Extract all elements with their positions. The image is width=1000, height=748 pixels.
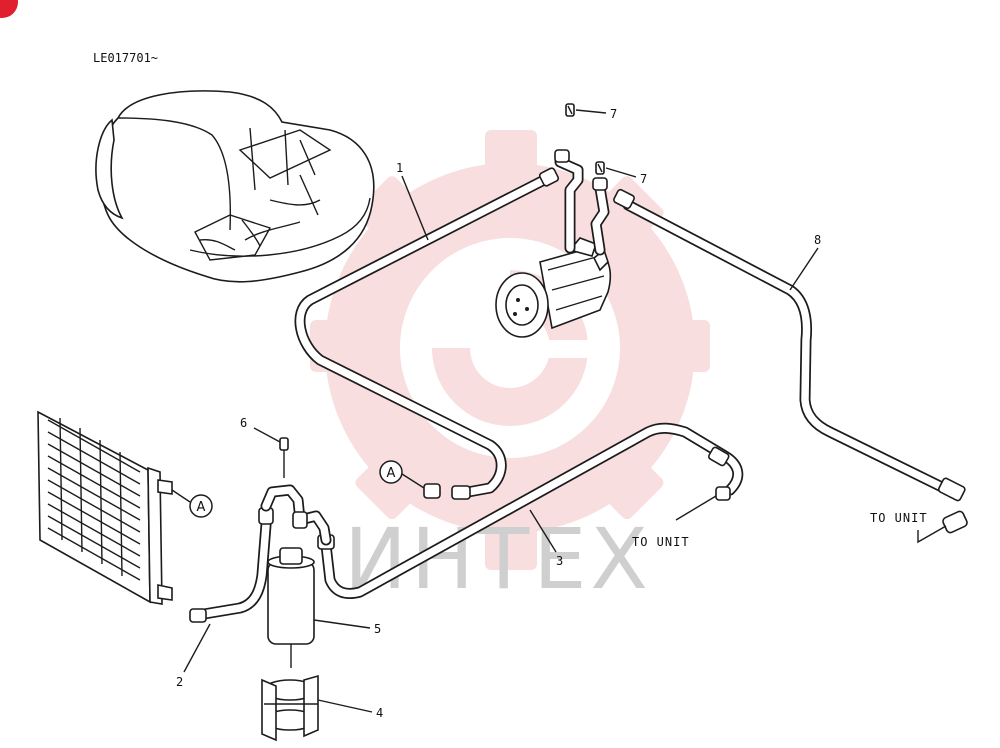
hose-2 — [189, 507, 274, 623]
callout-5: 5 — [374, 622, 381, 636]
leader-line-5 — [313, 619, 371, 629]
svg-text:A: A — [197, 500, 206, 515]
watermark-gear-logo — [310, 130, 710, 570]
air-conditioner-unit — [95, 90, 375, 283]
connection-ref-a-lower: A — [171, 489, 213, 518]
watermark-text: ИНТЕХ — [344, 510, 652, 608]
hose-3 — [317, 422, 744, 599]
leader-line-6 — [253, 427, 281, 443]
bolt-7-top — [565, 103, 575, 117]
destination-label-left: TO UNIT — [632, 535, 690, 549]
receiver-drier — [267, 547, 315, 668]
connection-ref-a-upper: A — [379, 460, 425, 489]
serial-number-range: LE017701~ — [93, 51, 158, 65]
hose-1 — [294, 167, 560, 500]
leader-line-7-top — [575, 109, 607, 114]
hose-8-end-fitting — [942, 510, 968, 534]
leader-line-4 — [317, 699, 373, 713]
leader-line-8 — [789, 247, 819, 291]
callout-6: 6 — [240, 416, 247, 430]
condenser — [37, 410, 173, 605]
receiver-top-fittings — [260, 484, 332, 546]
destination-label-right: TO UNIT — [870, 511, 928, 525]
compressor-suction-fitting — [554, 149, 584, 254]
callout-8: 8 — [814, 233, 821, 247]
callout-7-top: 7 — [610, 107, 617, 121]
bolt-6 — [279, 437, 289, 478]
leader-line-7-lower — [605, 167, 637, 178]
callout-3: 3 — [556, 554, 563, 568]
receiver-bracket — [261, 674, 319, 742]
compressor-discharge-fitting — [590, 177, 610, 256]
leader-line-3 — [529, 509, 557, 553]
leader-line-to-unit-right — [917, 525, 947, 544]
leader-line-to-unit-left — [675, 495, 717, 521]
bolt-7-lower — [595, 161, 605, 175]
callout-4: 4 — [376, 706, 383, 720]
svg-text:A: A — [387, 466, 396, 481]
callout-7-lower: 7 — [640, 172, 647, 186]
leader-line-2 — [183, 623, 211, 673]
callout-1: 1 — [396, 161, 403, 175]
hose-8 — [613, 188, 966, 502]
compressor — [495, 237, 612, 338]
callout-2: 2 — [176, 675, 183, 689]
leader-line-1 — [401, 175, 429, 241]
corner-marker — [0, 0, 18, 18]
